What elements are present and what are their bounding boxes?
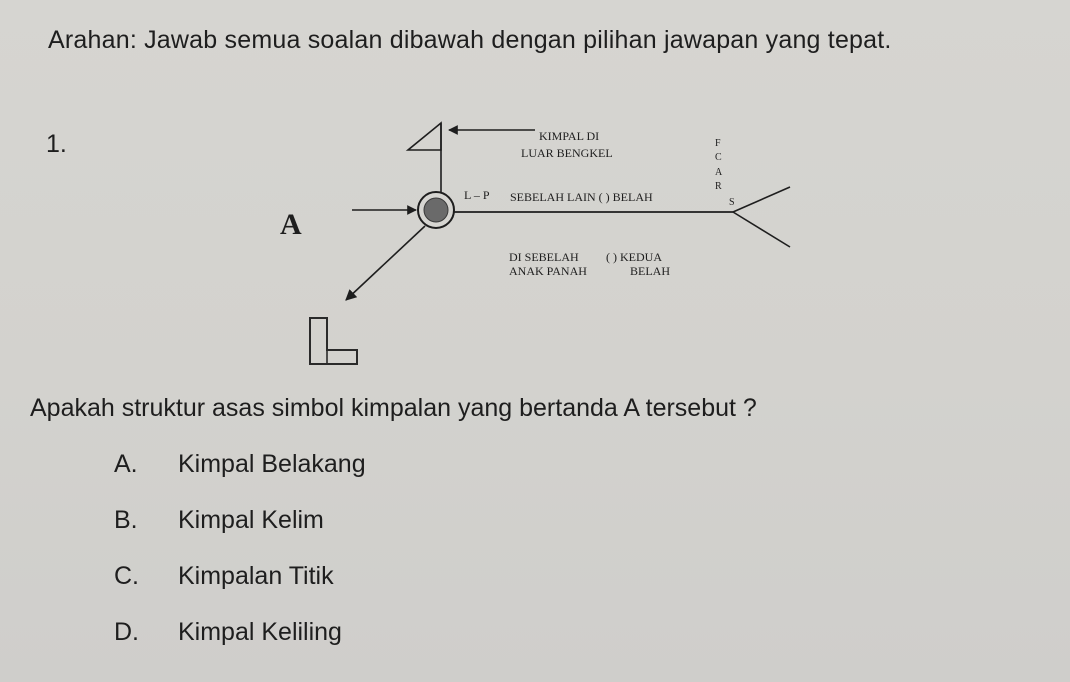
tail-lower-line	[732, 211, 791, 248]
option-c-letter: C.	[114, 562, 139, 590]
question-number: 1.	[46, 130, 67, 158]
field-weld-label-line2: LUAR BENGKEL	[521, 146, 613, 160]
arrow-side-label-line2: ANAK PANAH	[509, 264, 587, 278]
reference-letter-a: A	[280, 208, 302, 241]
instruction-text: Arahan: Jawab semua soalan dibawah denga…	[48, 26, 892, 54]
option-c-text: Kimpalan Titik	[178, 562, 334, 590]
option-c[interactable]: C. Kimpalan Titik	[114, 558, 366, 614]
field-weld-flag	[405, 121, 442, 151]
option-a-text: Kimpal Belakang	[178, 450, 366, 478]
both-sides-label-line2: BELAH	[630, 264, 670, 278]
process-letter-a: A	[715, 167, 723, 178]
process-letter-r: R	[715, 181, 722, 192]
process-letter-c: C	[715, 152, 722, 163]
process-letter-f: F	[715, 138, 721, 149]
arrow-side-label-line1: DI SEBELAH	[509, 250, 579, 264]
leader-arrow	[345, 225, 426, 301]
option-a[interactable]: A. Kimpal Belakang	[114, 446, 366, 502]
weld-all-round-inner-dot	[423, 197, 449, 223]
option-b-letter: B.	[114, 506, 138, 534]
l-shaped-part-icon	[309, 317, 358, 365]
s-label: S	[729, 197, 735, 208]
option-a-letter: A.	[114, 450, 138, 478]
option-d-text: Kimpal Keliling	[178, 618, 342, 646]
option-d[interactable]: D. Kimpal Keliling	[114, 614, 366, 670]
option-d-letter: D.	[114, 618, 139, 646]
both-sides-label-line1: ( ) KEDUA	[606, 250, 662, 264]
question-text: Apakah struktur asas simbol kimpalan yan…	[30, 394, 757, 422]
other-side-label: SEBELAH LAIN ( ) BELAH	[510, 190, 653, 204]
field-weld-label-line1: KIMPAL DI	[539, 129, 599, 143]
option-b-text: Kimpal Kelim	[178, 506, 324, 534]
welding-symbol-diagram: KIMPAL DI LUAR BENGKEL L – P SEBELAH LAI…	[280, 121, 791, 365]
tail-upper-line	[732, 186, 791, 213]
option-b[interactable]: B. Kimpal Kelim	[114, 502, 366, 558]
answer-options: A. Kimpal Belakang B. Kimpal Kelim C. Kimpa…	[114, 446, 366, 670]
l-p-label: L – P	[464, 188, 490, 202]
